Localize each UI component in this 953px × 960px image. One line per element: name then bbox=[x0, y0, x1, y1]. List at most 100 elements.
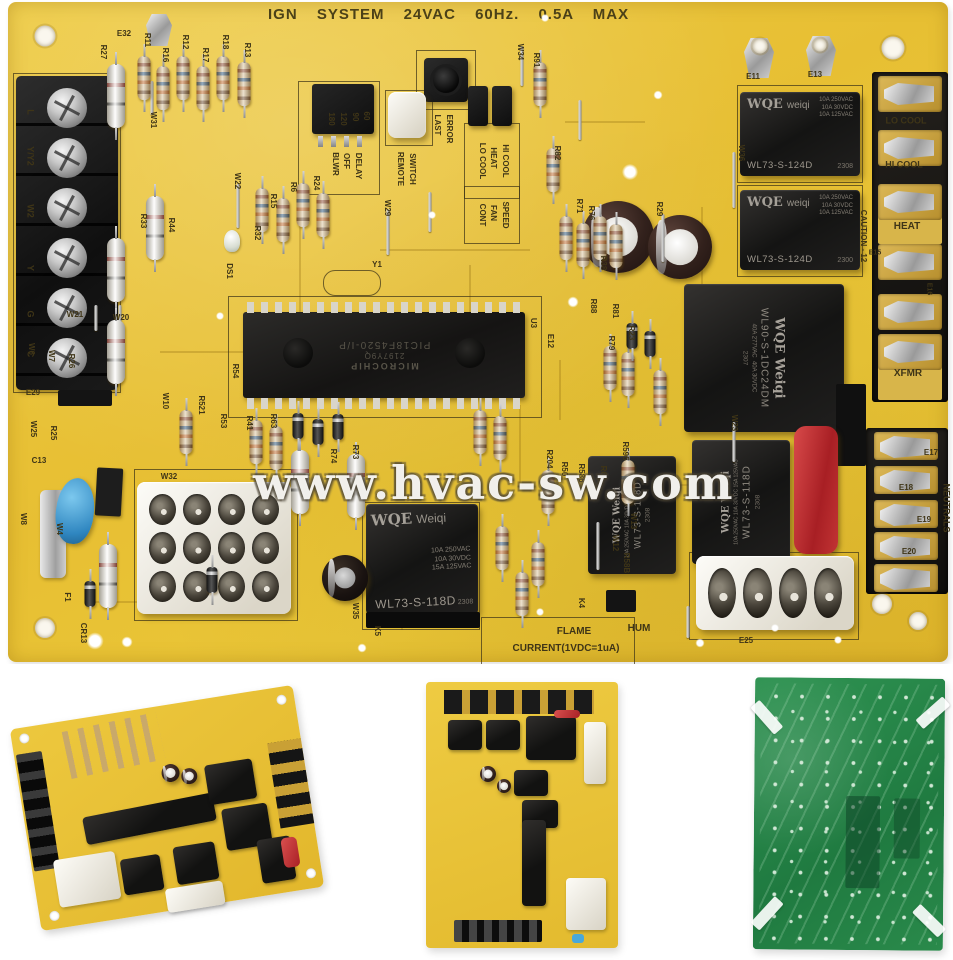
relay-model: WL73-S-118D bbox=[632, 481, 643, 549]
remote-switch-connector bbox=[388, 92, 426, 138]
jumper-pins bbox=[318, 136, 362, 147]
chip-lot-code: 2197Y9Q bbox=[363, 351, 405, 360]
connector-hole bbox=[251, 570, 279, 602]
chip-mark bbox=[455, 338, 485, 368]
thumbnail-back-view bbox=[750, 674, 951, 956]
pin bbox=[357, 136, 362, 147]
relay-date: 2308 bbox=[644, 507, 652, 523]
mini-resistor-cluster bbox=[61, 712, 166, 780]
chip-pins bbox=[247, 398, 521, 409]
microcontroller-chip: MICROCHIP 2197Y9Q PIC18F4520-I/P bbox=[243, 302, 525, 409]
relay-ratings: 40A 277VAC 40A 30VDC bbox=[750, 323, 757, 393]
connector-hole bbox=[743, 568, 772, 618]
relay-brand2: Weiqi bbox=[415, 510, 447, 527]
mini-chip bbox=[522, 820, 546, 906]
chip-logo: MICROCHIP bbox=[349, 361, 419, 371]
hum-pad bbox=[606, 590, 636, 612]
connector-hole bbox=[183, 570, 211, 602]
mini-relay bbox=[203, 758, 258, 806]
relay-brand: WQE bbox=[747, 97, 783, 112]
gold-pad bbox=[874, 532, 938, 560]
connector-hole bbox=[708, 568, 737, 618]
relay-date: 2308 bbox=[457, 598, 474, 607]
mini-red-component bbox=[554, 710, 580, 718]
relay-date: 2308 bbox=[754, 494, 762, 510]
gold-pad bbox=[874, 432, 938, 460]
connector-hole bbox=[183, 532, 211, 564]
terminal-screw bbox=[47, 88, 87, 128]
terminal-screw bbox=[47, 288, 87, 328]
relay-blower-40a: WQE Weiqi WL90-S-1DC24DM 40A 277VAC 40A … bbox=[684, 284, 844, 432]
spade-terminal-e11 bbox=[744, 38, 774, 78]
relay-brand: WQE bbox=[747, 195, 783, 210]
led-ds1 bbox=[224, 230, 240, 252]
mini-hole bbox=[305, 867, 317, 880]
terminal-screw bbox=[47, 338, 87, 378]
mini-board bbox=[426, 682, 618, 948]
blower-delay-jumper-block bbox=[312, 84, 374, 134]
relay-date: 2300 bbox=[837, 257, 853, 264]
gold-pad bbox=[874, 500, 938, 528]
chip-part-number: PIC18F4520-I/P bbox=[337, 339, 431, 350]
output-terminal-column bbox=[872, 72, 948, 402]
mini-terminal-block bbox=[15, 750, 60, 872]
connector-hole bbox=[183, 494, 211, 526]
mini-hole bbox=[275, 694, 288, 706]
relay-brand: WQE Weiqi bbox=[771, 317, 787, 399]
pin bbox=[331, 136, 336, 147]
gold-pad bbox=[878, 334, 942, 370]
gold-pad bbox=[878, 184, 942, 220]
connector-hole bbox=[149, 494, 177, 526]
chip-pins bbox=[247, 302, 521, 313]
relay-brand: WQE bbox=[370, 509, 413, 530]
connector-e25 bbox=[696, 556, 854, 630]
relay-ratings: 10A 250VAC 10A 30VDC 15A 125VAC bbox=[733, 459, 740, 545]
spade-terminal bbox=[884, 301, 934, 323]
mini-relay bbox=[172, 841, 220, 886]
mini-board-back bbox=[750, 677, 951, 951]
relay-mid-left: WQE Weiqi 10A 250VAC 10A 30VDC 15A 125VA… bbox=[588, 456, 676, 574]
mini-capacitor bbox=[180, 766, 199, 786]
spade-terminal-e13 bbox=[806, 36, 836, 76]
mini-relay bbox=[448, 720, 482, 750]
mini-connector bbox=[584, 722, 606, 784]
molex-connector-w32 bbox=[137, 482, 291, 614]
chip-mark bbox=[283, 338, 313, 368]
mini-hole bbox=[48, 910, 61, 922]
mini-connector bbox=[52, 850, 122, 908]
relay-model: WL73-S-124D bbox=[747, 160, 813, 171]
electrolytic-capacitor bbox=[582, 201, 654, 273]
mini-connector bbox=[566, 878, 606, 930]
connector-hole bbox=[251, 532, 279, 564]
small-capacitor bbox=[322, 555, 368, 601]
ic-footprint bbox=[893, 798, 921, 859]
relay-text: WQE Weiqi WL90-S-1DC24DM 40A 277VAC 40A … bbox=[742, 308, 787, 408]
mini-relay bbox=[526, 716, 576, 760]
relay-model: WL73-S-124D bbox=[747, 254, 813, 265]
connector-hole bbox=[217, 532, 245, 564]
spade-terminal bbox=[880, 568, 930, 590]
mini-relay bbox=[119, 853, 165, 896]
relay-ratings: 10A 250VAC 10A 30VDC 15A 125VAC bbox=[624, 472, 631, 558]
connector-hole bbox=[778, 568, 807, 618]
gold-pad bbox=[874, 564, 938, 592]
terminal-block-tab bbox=[58, 390, 112, 406]
fan-speed-jumper-2 bbox=[492, 86, 512, 126]
spade-terminal bbox=[880, 470, 930, 492]
pin bbox=[318, 136, 323, 147]
mini-capacitor bbox=[480, 766, 496, 782]
relay-model: WL73-S-118D bbox=[741, 465, 753, 539]
mini-connector bbox=[164, 880, 226, 914]
relay-date: 2308 bbox=[837, 163, 853, 170]
fan-speed-jumper-1 bbox=[468, 86, 488, 126]
relay-mid-right: WQE Weiqi 10A 250VAC 10A 30VDC 15A 125VA… bbox=[692, 440, 790, 564]
gold-pad bbox=[874, 466, 938, 494]
connector-hole bbox=[149, 532, 177, 564]
connector-hole bbox=[813, 568, 842, 618]
